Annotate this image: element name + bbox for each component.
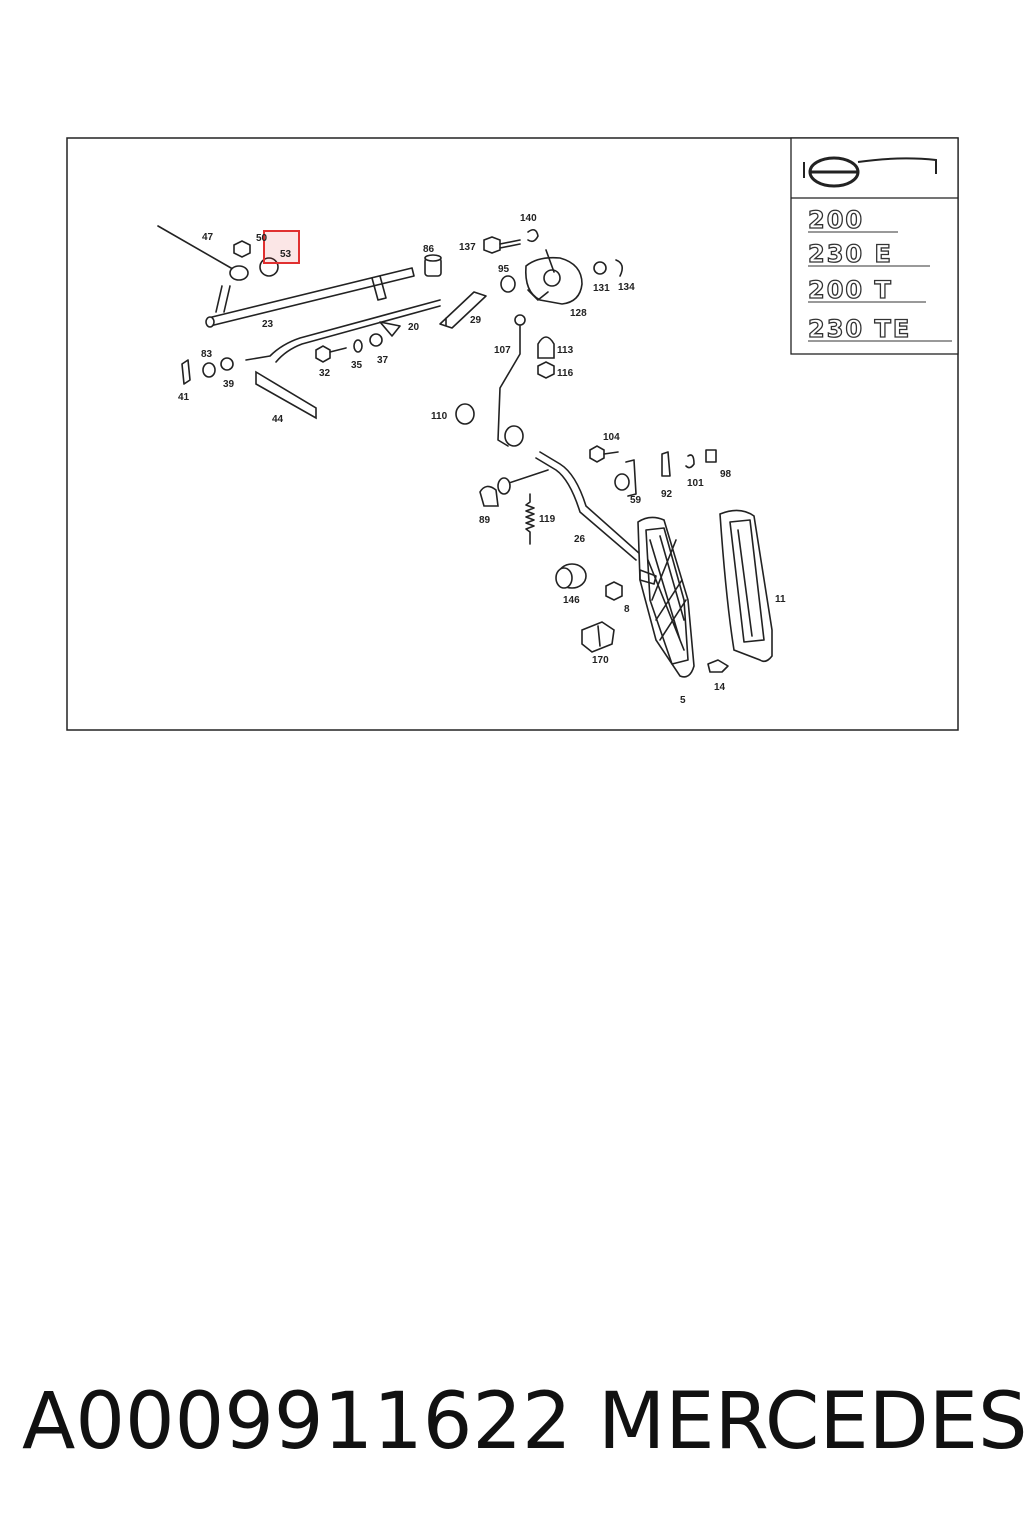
label-50: 50 xyxy=(256,233,268,244)
label-14: 14 xyxy=(714,682,726,693)
part-110-grommet xyxy=(455,403,475,425)
part-59-bushing xyxy=(614,473,630,491)
part-107-link xyxy=(497,314,526,447)
label-128: 128 xyxy=(570,308,587,319)
label-86: 86 xyxy=(423,244,435,255)
label-116: 116 xyxy=(557,368,574,379)
model-badge-200t: 200 T xyxy=(808,276,893,304)
part-116-nut xyxy=(537,361,555,379)
model-badge-200: 200 xyxy=(808,206,864,234)
label-32: 32 xyxy=(319,368,331,379)
part-50-nut xyxy=(233,240,251,258)
part-41-clip xyxy=(181,359,191,385)
part-37-washer xyxy=(369,333,383,347)
label-23: 23 xyxy=(262,319,274,330)
part-26-arm xyxy=(497,451,641,561)
model-badge-panel: 200 230 E 200 T 230 TE xyxy=(790,137,959,355)
part-8-nut xyxy=(605,581,623,601)
label-89: 89 xyxy=(479,515,491,526)
part-98-clip xyxy=(705,449,717,463)
label-5: 5 xyxy=(680,695,686,706)
part-35-bushing xyxy=(353,339,363,353)
label-8: 8 xyxy=(624,604,630,615)
model-badge-230e: 230 E xyxy=(808,240,893,268)
part-47-rod xyxy=(157,225,249,313)
label-104: 104 xyxy=(603,432,620,443)
part-89-cap xyxy=(479,485,499,507)
part-170-bushing xyxy=(581,621,615,653)
label-11: 11 xyxy=(775,594,786,605)
part-20-lever xyxy=(245,299,441,363)
part-131-washer xyxy=(593,261,607,275)
label-39: 39 xyxy=(223,379,235,390)
part-59-bracket xyxy=(625,459,637,497)
label-98: 98 xyxy=(720,469,732,480)
label-20: 20 xyxy=(408,322,420,333)
part-104-bolt xyxy=(589,445,619,463)
brand-name: MERCEDES xyxy=(598,1377,1024,1467)
part-44-plate xyxy=(255,370,317,420)
part-137-screw xyxy=(483,236,521,254)
label-107: 107 xyxy=(494,345,511,356)
label-83: 83 xyxy=(201,349,213,360)
caption-bar: A0009911622 MERCEDES xyxy=(0,1372,1024,1472)
part-11-pedal-pad xyxy=(719,509,773,663)
label-41: 41 xyxy=(178,392,190,403)
label-29: 29 xyxy=(470,315,482,326)
part-92-clip xyxy=(661,451,671,477)
part-134-circlip xyxy=(615,259,624,277)
part-95-bushing xyxy=(500,275,516,293)
label-37: 37 xyxy=(377,355,389,366)
label-140: 140 xyxy=(520,213,537,224)
label-35: 35 xyxy=(351,360,363,371)
label-110: 110 xyxy=(431,411,448,422)
part-113-socket xyxy=(537,336,555,359)
part-23-shaft xyxy=(205,267,415,328)
label-134: 134 xyxy=(618,282,635,293)
label-59: 59 xyxy=(630,495,642,506)
part-83-bushing xyxy=(202,362,216,378)
label-113: 113 xyxy=(557,345,574,356)
label-131: 131 xyxy=(593,283,610,294)
model-badge-230te: 230 TE xyxy=(808,315,911,343)
part-140-clip xyxy=(527,228,539,243)
label-119: 119 xyxy=(539,514,556,525)
label-26: 26 xyxy=(574,534,586,545)
part-128-housing xyxy=(524,249,583,305)
part-39-washer xyxy=(220,357,234,371)
part-29-bracket xyxy=(439,291,487,329)
label-44: 44 xyxy=(272,414,284,425)
part-labels: 47 50 53 86 137 140 95 131 134 128 29 23… xyxy=(178,213,786,706)
part-pivot-bushing xyxy=(504,425,524,447)
part-119-spring xyxy=(525,493,535,545)
label-95: 95 xyxy=(498,264,510,275)
part-32-bolt xyxy=(315,345,347,363)
part-86-bushing xyxy=(424,254,442,277)
steering-wheel-icon xyxy=(803,156,937,188)
part-53-highlight xyxy=(263,230,300,264)
part-146-bushing xyxy=(555,563,587,589)
label-146: 146 xyxy=(563,595,580,606)
label-101: 101 xyxy=(687,478,704,489)
part-number: A0009911622 xyxy=(22,1377,572,1467)
label-170: 170 xyxy=(592,655,609,666)
label-92: 92 xyxy=(661,489,673,500)
part-5-pedal xyxy=(637,516,695,678)
part-14-clip xyxy=(707,659,729,673)
label-137: 137 xyxy=(459,242,476,253)
label-47: 47 xyxy=(202,232,214,243)
label-53: 53 xyxy=(280,249,292,260)
part-101-clip xyxy=(685,454,695,469)
